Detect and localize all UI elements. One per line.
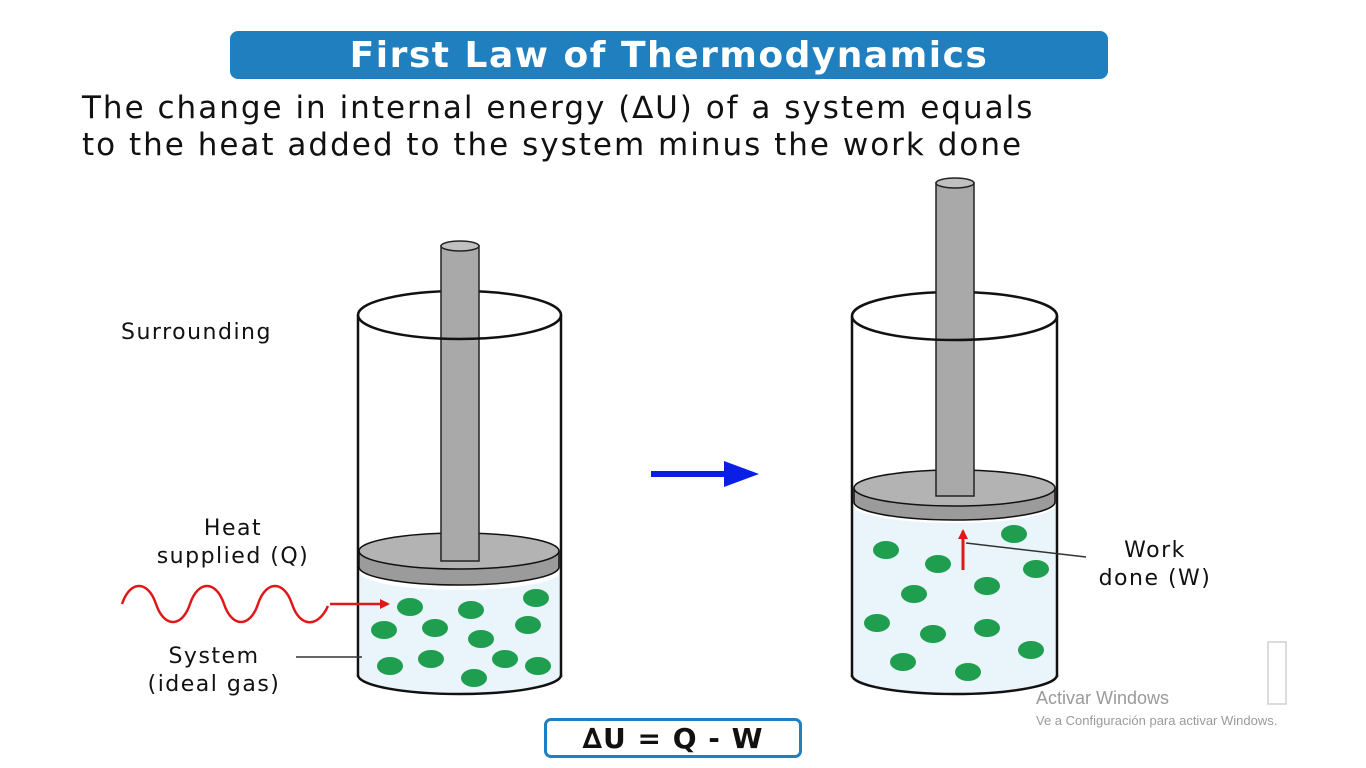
- surrounding-label: Surrounding: [121, 320, 272, 345]
- molecule: [377, 657, 403, 675]
- description: The change in internal energy (∆U) of a …: [82, 90, 1272, 164]
- molecule: [371, 621, 397, 639]
- sine-wave-icon: [120, 584, 330, 624]
- left-piston-rod: [440, 240, 480, 562]
- left-cylinder: [356, 240, 563, 696]
- work-done-label: Work done (W): [1072, 537, 1238, 593]
- system-label: System (ideal gas): [136, 643, 292, 699]
- molecule: [890, 653, 916, 671]
- molecule: [422, 619, 448, 637]
- work-pointer-line: [965, 542, 1087, 558]
- heat-label-line-1: Heat: [203, 516, 263, 541]
- molecule: [525, 657, 551, 675]
- molecule: [468, 630, 494, 648]
- molecule: [1018, 641, 1044, 659]
- activation-watermark-title: Activar Windows: [1036, 688, 1170, 708]
- molecule: [955, 663, 981, 681]
- right-arrow-icon: [651, 461, 759, 487]
- molecule: [901, 585, 927, 603]
- right-gas-region: [853, 505, 1056, 693]
- molecule: [974, 619, 1000, 637]
- title-banner: First Law of Thermodynamics: [230, 31, 1108, 79]
- molecule: [920, 625, 946, 643]
- right-piston-rod: [935, 177, 975, 497]
- molecule: [925, 555, 951, 573]
- background-window-edge: [1267, 641, 1287, 705]
- molecule: [873, 541, 899, 559]
- right-gas-molecules: [864, 525, 1049, 681]
- formula: ∆U = Q - W: [582, 721, 764, 755]
- molecule: [974, 577, 1000, 595]
- system-label-line-1: System: [168, 644, 260, 669]
- molecule: [523, 589, 549, 607]
- heat-supplied-label: Heat supplied (Q): [128, 515, 338, 571]
- molecule: [461, 669, 487, 687]
- molecule: [1023, 560, 1049, 578]
- description-line-2: to the heat added to the system minus th…: [82, 127, 1024, 163]
- molecule: [515, 616, 541, 634]
- work-label-line-1: Work: [1124, 538, 1186, 563]
- molecule: [864, 614, 890, 632]
- description-line-1: The change in internal energy (∆U) of a …: [82, 90, 1035, 126]
- system-label-line-2: (ideal gas): [147, 672, 281, 697]
- heat-label-line-2: supplied (Q): [156, 544, 310, 569]
- molecule: [397, 598, 423, 616]
- molecule: [418, 650, 444, 668]
- left-gas-molecules: [371, 589, 551, 687]
- right-cylinder-bottom: [850, 674, 1059, 696]
- molecule: [1001, 525, 1027, 543]
- right-cylinder: [850, 177, 1059, 696]
- work-label-line-2: done (W): [1098, 566, 1212, 591]
- formula-box: ∆U = Q - W: [544, 718, 802, 758]
- left-cylinder-bottom: [356, 674, 563, 696]
- page-title: First Law of Thermodynamics: [349, 34, 989, 76]
- activation-watermark-subtitle: Ve a Configuración para activar Windows.: [1036, 713, 1278, 728]
- molecule: [458, 601, 484, 619]
- molecule: [492, 650, 518, 668]
